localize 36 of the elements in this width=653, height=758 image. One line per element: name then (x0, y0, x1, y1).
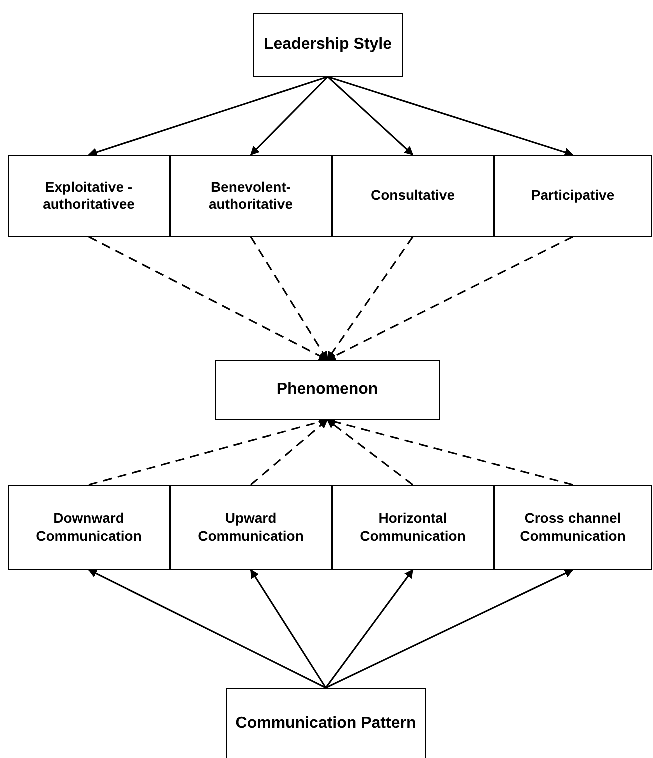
box-label: Communication Pattern (236, 714, 416, 734)
process-box (494, 155, 652, 237)
arrow (327, 76, 414, 156)
arrow (250, 419, 328, 486)
box-label: Upward Communication (197, 510, 305, 545)
arrow (88, 76, 328, 157)
arrow (326, 236, 574, 361)
process-box (8, 155, 170, 237)
arrow (328, 76, 574, 157)
process-box (226, 688, 426, 758)
box-label: Cross channel Communication (519, 510, 627, 545)
box-label: Horizontal Communication (359, 510, 467, 545)
process-box (332, 155, 494, 237)
box-label: Exploitative - authoritativee (42, 178, 136, 214)
box-label: Benevolent- authoritative (208, 178, 294, 214)
process-box (215, 360, 440, 420)
process-box (494, 485, 652, 570)
arrow (88, 569, 326, 689)
arrow (250, 76, 329, 156)
process-box (170, 485, 332, 570)
box-label: Consultative (370, 187, 455, 205)
process-box (170, 155, 332, 237)
process-box (253, 13, 403, 77)
arrow (250, 236, 328, 361)
arrow (88, 236, 328, 361)
process-box (332, 485, 494, 570)
box-label: Downward Communication (35, 510, 143, 545)
arrow (325, 569, 414, 688)
arrow (326, 236, 414, 361)
process-box (8, 485, 170, 570)
box-label: Participative (531, 187, 615, 205)
arrow (326, 419, 414, 486)
arrow (326, 569, 574, 689)
arrow (250, 569, 327, 688)
box-label: Leadership Style (264, 35, 392, 55)
box-label: Phenomenon (276, 380, 378, 400)
